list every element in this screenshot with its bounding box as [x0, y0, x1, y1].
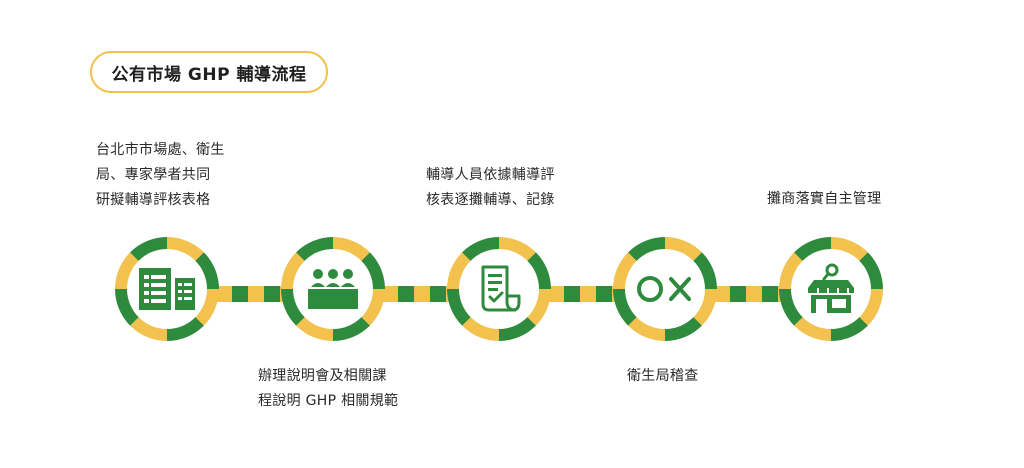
- flow-title-box: 公有市場 GHP 輔導流程: [90, 51, 328, 93]
- step-2-inner: [293, 249, 373, 329]
- step-4-node: [613, 237, 717, 341]
- connector-1-2: [216, 286, 286, 302]
- step-5-label: 攤商落實自主管理: [767, 191, 882, 207]
- step-4-ring: [613, 237, 717, 341]
- step-1-inner: [127, 249, 207, 329]
- seminar-audience-icon: [308, 269, 358, 309]
- market-stall-search-icon: [808, 263, 854, 313]
- connector-2-3: [382, 286, 452, 302]
- step-3-label: 輔導人員依據輔導評 核表逐攤輔導、記錄: [426, 167, 555, 208]
- step-2-node: [281, 237, 385, 341]
- step-4-inner: [625, 249, 705, 329]
- step-3-ring: [447, 237, 551, 341]
- step-1-node: [115, 237, 219, 341]
- step-3-node: [447, 237, 551, 341]
- circle-cross-icon: [637, 276, 691, 302]
- step-2-label: 辦理說明會及相關課 程說明 GHP 相關規範: [258, 368, 399, 409]
- step-1-label: 台北市市場處、衛生 局、專家學者共同 研擬輔導評核表格: [96, 142, 225, 208]
- step-5-node: [779, 237, 883, 341]
- flow-title: 公有市場 GHP 輔導流程: [111, 64, 307, 85]
- step-2-ring: [281, 237, 385, 341]
- step-3-inner: [459, 249, 539, 329]
- step-5-inner: [791, 249, 871, 329]
- step-4-label: 衛生局稽查: [627, 368, 699, 384]
- step-1-ring: [115, 237, 219, 341]
- step-5-ring: [779, 237, 883, 341]
- connector-3-4: [548, 286, 618, 302]
- checklist-receipt-icon: [481, 265, 521, 312]
- connector-4-5: [714, 286, 784, 302]
- evaluation-form-icon: [139, 268, 195, 310]
